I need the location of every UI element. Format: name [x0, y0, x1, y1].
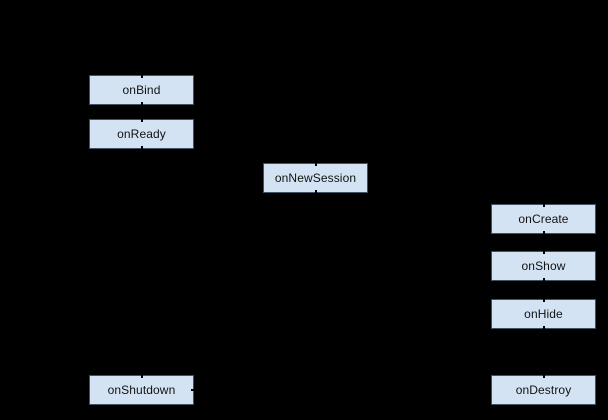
node-onshow-label: onShow — [521, 259, 566, 273]
node-onshutdown: onShutdown — [89, 375, 194, 405]
node-oncreate: onCreate — [491, 204, 596, 234]
node-onhide-label: onHide — [524, 307, 563, 321]
node-oncreate-label: onCreate — [518, 212, 569, 226]
node-onbind-label: onBind — [122, 83, 161, 97]
node-onbind: onBind — [89, 75, 194, 105]
node-ondestroy-label: onDestroy — [515, 383, 572, 397]
node-ondestroy: onDestroy — [491, 375, 596, 405]
node-onhide: onHide — [491, 299, 596, 329]
node-onnewsession: onNewSession — [263, 163, 368, 193]
node-onnewsession-label: onNewSession — [274, 171, 357, 185]
node-onready-label: onReady — [117, 127, 166, 141]
node-onshutdown-label: onShutdown — [107, 383, 176, 397]
node-onshow: onShow — [491, 251, 596, 281]
node-onready: onReady — [89, 119, 194, 149]
